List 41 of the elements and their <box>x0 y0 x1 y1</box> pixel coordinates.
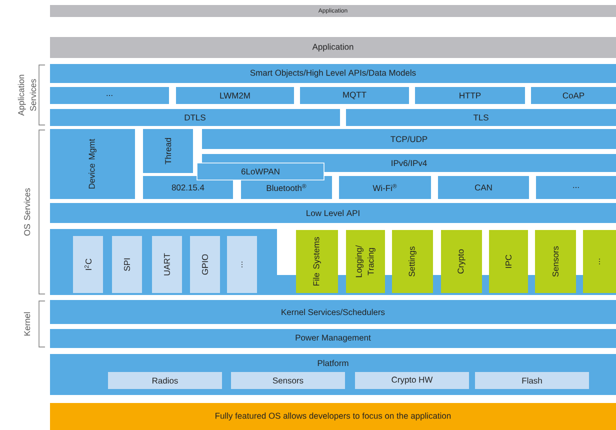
service-box: ... <box>583 230 616 293</box>
layer-bar: Kernel Services/Schedulers <box>50 300 616 324</box>
service-box: File Systems <box>296 230 338 293</box>
service-box: Crypto <box>441 230 482 293</box>
layer-bar: Low Level API <box>50 203 616 223</box>
module-box: ... <box>50 87 169 104</box>
module-box: Device Mgmt <box>50 129 135 199</box>
module-box: ... <box>536 176 616 199</box>
group-label: Application Services <box>18 74 36 116</box>
driver-box: GPIO <box>190 236 220 293</box>
layer-bar: Application <box>50 37 616 58</box>
layer-bar: Smart Objects/High Level APIs/Data Models <box>50 64 616 83</box>
banner: Fully featured OS allows developers to focus on the application <box>50 403 616 430</box>
module-box: MQTT <box>300 87 409 104</box>
module-box: CoAP <box>531 87 616 104</box>
module-box: Wi-Fi$^{®}$ <box>339 176 431 199</box>
hardware-box: Sensors <box>231 372 345 389</box>
service-box: Sensors <box>535 230 576 293</box>
hardware-box: Flash <box>475 372 589 389</box>
driver-box: I$^{2}$C <box>73 236 103 293</box>
service-box: IPC <box>489 230 528 293</box>
module-box: 6LoWPAN <box>196 162 324 180</box>
module-box: TLS <box>346 109 616 126</box>
layer-bar: Power Management <box>50 329 616 348</box>
hardware-box: Crypto HW <box>355 372 469 389</box>
module-box: HTTP <box>415 87 525 104</box>
module-box: Thread <box>143 129 193 173</box>
module-box: CAN <box>438 176 529 199</box>
hardware-box: Radios <box>108 372 222 389</box>
module-box: DTLS <box>50 109 340 126</box>
service-box: Logging/ Tracing <box>346 230 385 293</box>
driver-box: ... <box>227 236 257 293</box>
group-label: Kernel <box>24 312 30 336</box>
group-label: OS Services <box>24 188 30 236</box>
service-box: Settings <box>392 230 433 293</box>
module-box: 802.15.4 <box>143 176 233 199</box>
node-label: Bluetooth$^{®}$ <box>266 184 306 192</box>
module-box: LWM2M <box>176 87 294 104</box>
driver-box: SPI <box>112 236 142 293</box>
driver-box: UART <box>152 236 182 293</box>
layer-bar: TCP/UDP <box>202 129 616 149</box>
